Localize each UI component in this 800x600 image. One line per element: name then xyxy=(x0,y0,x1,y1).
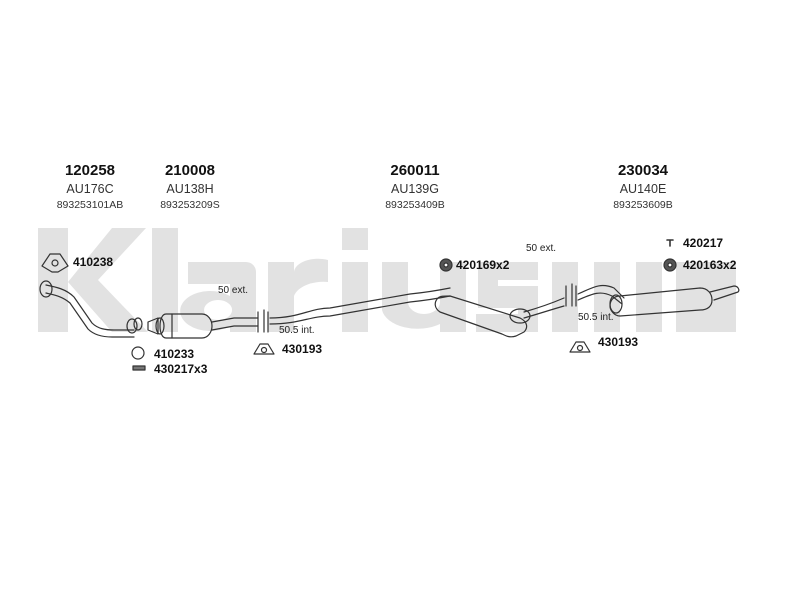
accessory-hanger-label: 430193 xyxy=(282,342,323,356)
part-number: 230034 xyxy=(617,162,669,179)
accessory-hanger-label: 430193 xyxy=(598,335,639,349)
section-catalyst: 210008 AU138H 893253209S xyxy=(125,162,255,212)
ring-icon xyxy=(131,346,145,360)
joint-int-note: 50.5 int. xyxy=(578,312,614,323)
part-number: 120258 xyxy=(64,162,116,179)
section-centre-silencer: 260011 AU139G 893253409B xyxy=(350,162,480,212)
reference-code: AU176C xyxy=(66,182,114,196)
accessory-mount-label: 420169x2 xyxy=(456,258,510,272)
accessory-clamp-label: 430217x3 xyxy=(154,362,208,376)
accessory-mount-label: 420163x2 xyxy=(683,258,737,272)
reference-code: AU139G xyxy=(391,182,439,196)
accessory-bolt-label: 420217 xyxy=(683,236,724,250)
part-number: 210008 xyxy=(164,162,216,179)
hanger-icon xyxy=(253,343,275,355)
oem-number: 893253609B xyxy=(613,199,673,211)
joint-ext-note: 50 ext. xyxy=(526,243,557,254)
reference-code: AU138H xyxy=(166,182,214,196)
oem-number: 893253101AB xyxy=(56,199,124,211)
clamp-icon xyxy=(132,365,146,371)
section-front-pipe: 120258 AU176C 893253101AB xyxy=(25,162,155,212)
catalyst-box xyxy=(147,313,259,339)
oem-number: 893253209S xyxy=(160,199,220,211)
bolt-icon xyxy=(666,239,674,247)
gasket-icon xyxy=(41,253,69,273)
centre-silencer xyxy=(269,287,565,338)
rear-silencer xyxy=(577,284,740,317)
front-pipe xyxy=(39,280,143,338)
reference-code: AU140E xyxy=(619,182,667,196)
oem-number: 893253409B xyxy=(385,199,445,211)
accessory-ring-label: 410233 xyxy=(154,347,195,361)
accessory-gasket-label: 410238 xyxy=(73,255,114,269)
part-number: 260011 xyxy=(390,162,440,179)
section-rear-silencer: 230034 AU140E 893253609B xyxy=(578,162,708,212)
joint-int-note: 50.5 int. xyxy=(279,325,315,336)
joint-ext-note: 50 ext. xyxy=(218,285,249,296)
